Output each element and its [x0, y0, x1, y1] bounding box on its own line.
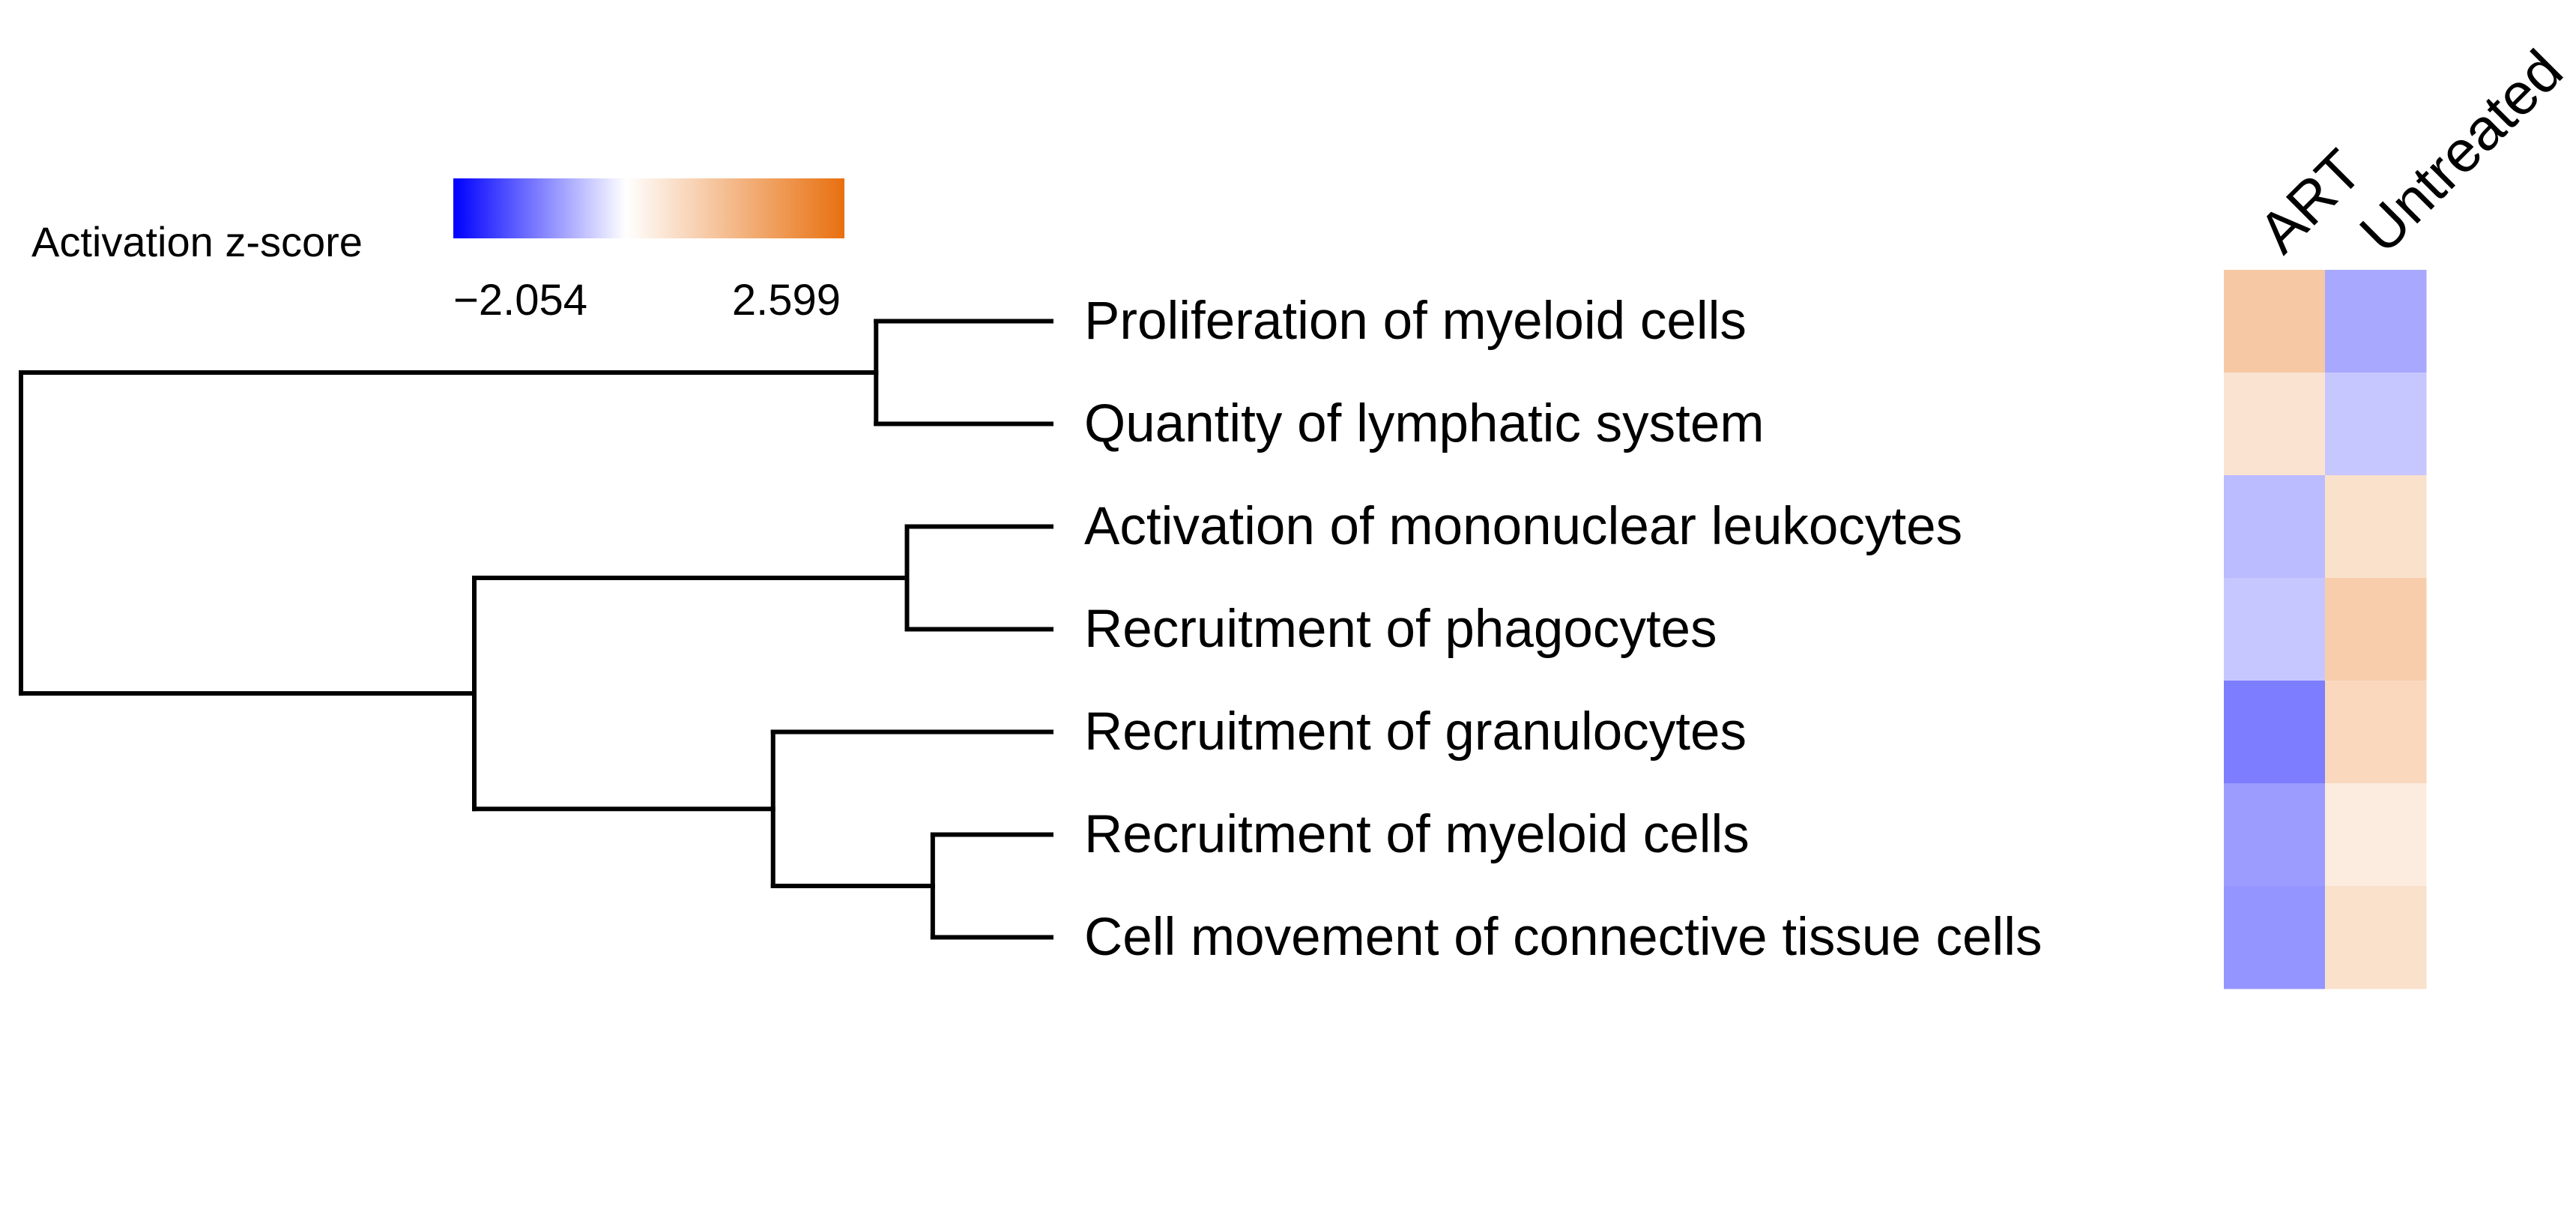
heatmap-cell — [2325, 373, 2427, 476]
row-label: Cell movement of connective tissue cells — [1084, 908, 2043, 967]
legend-title: Activation z-score — [31, 218, 363, 265]
heatmap-cell — [2325, 475, 2427, 579]
heatmap-cell — [2224, 475, 2326, 579]
heatmap-cell — [2325, 578, 2427, 681]
legend-color-bar — [453, 178, 844, 238]
heatmap-cell — [2224, 373, 2326, 476]
heatmap-cell — [2325, 886, 2427, 989]
column-label: ART — [2246, 136, 2374, 265]
heatmap-cell — [2325, 783, 2427, 887]
heatmap-cell — [2325, 681, 2427, 784]
row-label: Quantity of lymphatic system — [1084, 394, 1765, 453]
heatmap-cell — [2224, 783, 2326, 887]
heatmap-cell — [2224, 886, 2326, 989]
row-label: Recruitment of granulocytes — [1084, 702, 1747, 762]
heatmap-cell — [2224, 270, 2326, 373]
legend-max-label: 2.599 — [732, 276, 841, 325]
row-label: Recruitment of phagocytes — [1084, 600, 1717, 659]
heatmap-cell — [2325, 270, 2427, 373]
column-label: Untreated — [2347, 37, 2575, 265]
row-label: Activation of mononuclear leukocytes — [1084, 497, 1962, 556]
heatmap-cell — [2224, 578, 2326, 681]
legend-min-label: −2.054 — [453, 276, 587, 325]
row-label: Recruitment of myeloid cells — [1084, 805, 1750, 864]
heatmap-cells — [2224, 270, 2427, 989]
color-legend: Activation z-score −2.054 2.599 — [31, 178, 844, 325]
row-dendrogram — [19, 319, 1053, 940]
heatmap-cell — [2224, 681, 2326, 784]
row-label: Proliferation of myeloid cells — [1084, 292, 1747, 351]
